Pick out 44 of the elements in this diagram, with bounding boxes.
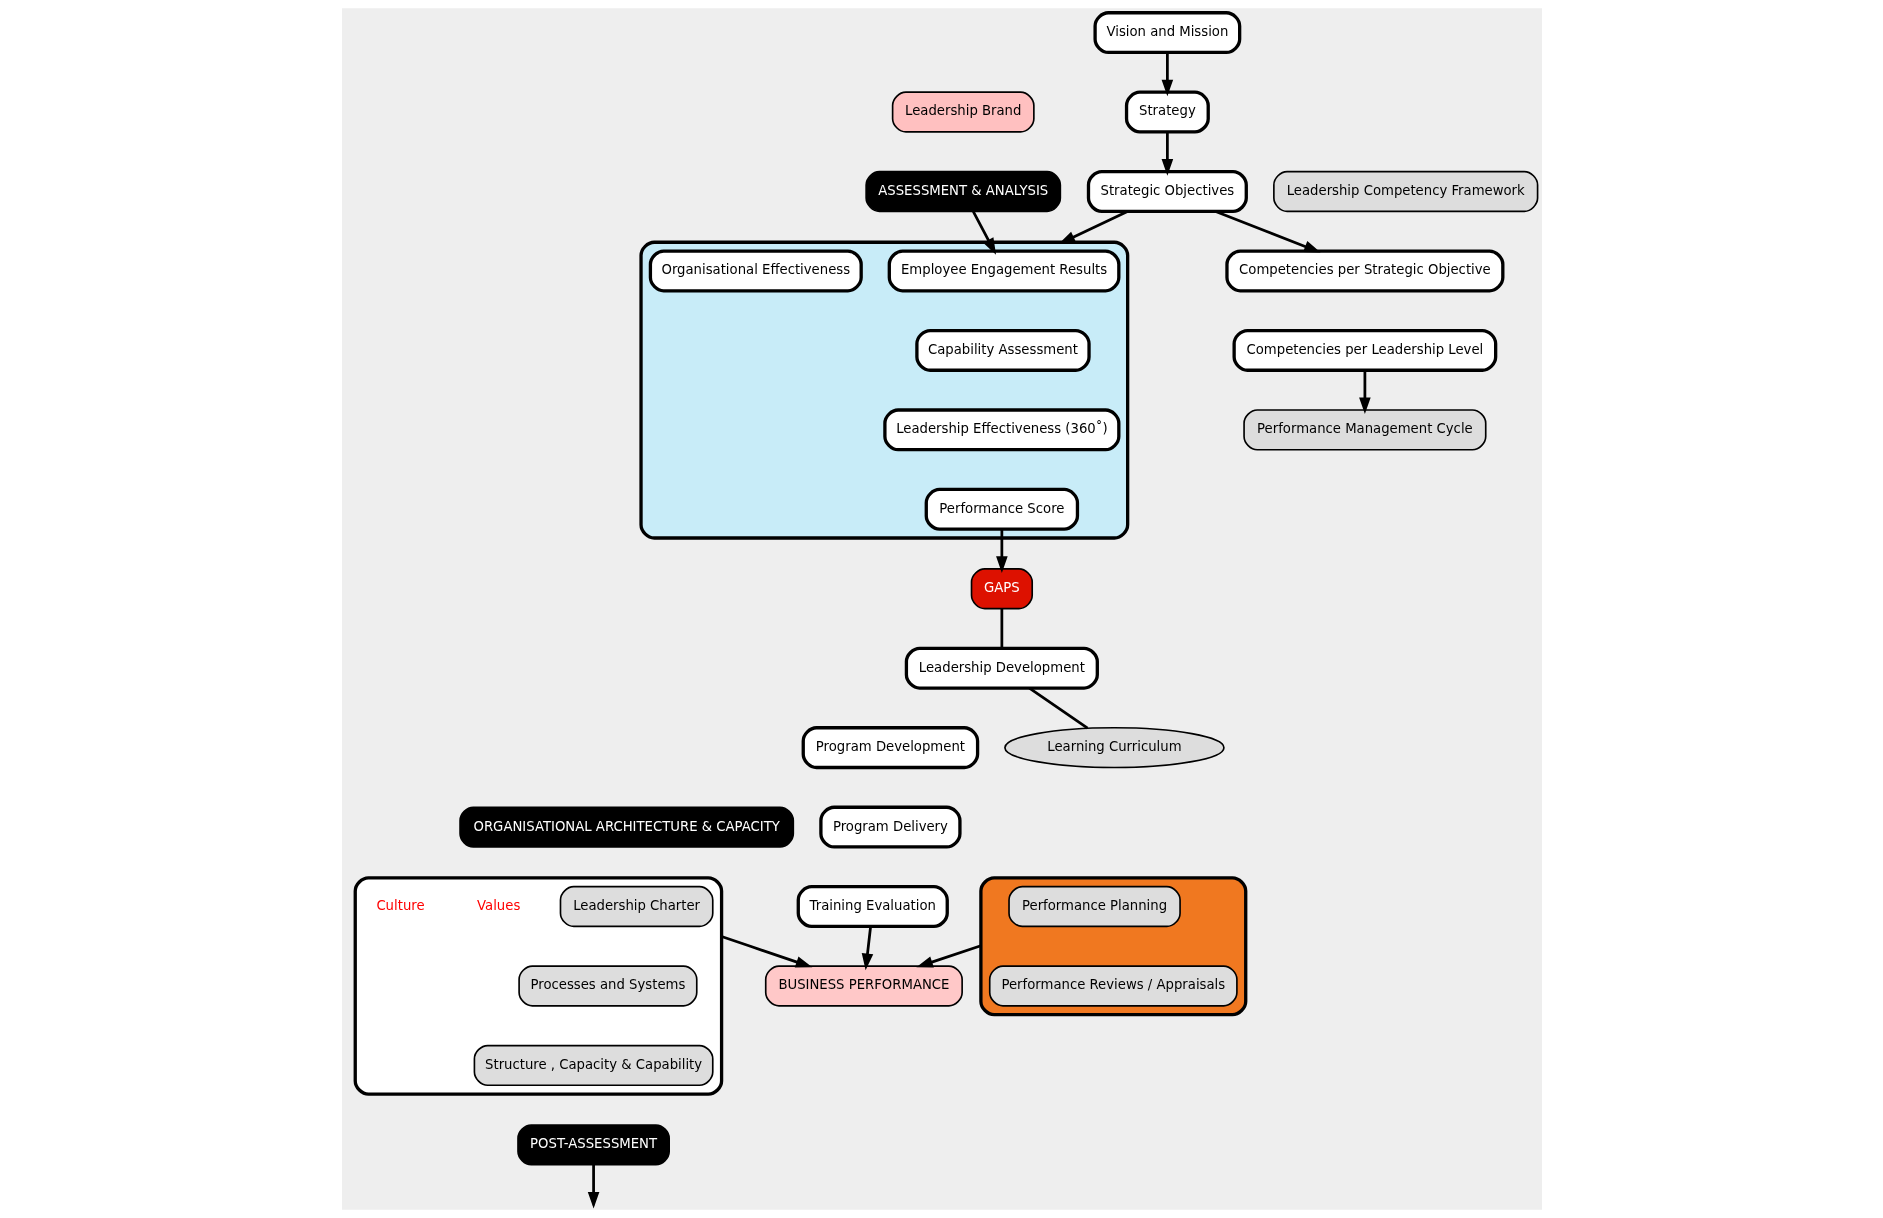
- cluster: [638, 240, 1129, 540]
- arrow: [1161, 52, 1173, 97]
- node-box: BUSINESS PERFORMANCE: [764, 965, 963, 1007]
- node-box: Strategic Objectives: [1086, 170, 1248, 213]
- node-box: Program Development: [801, 726, 979, 770]
- node-box: Structure , Capacity & Capability: [473, 1044, 714, 1087]
- arrow: [720, 935, 812, 968]
- node-box: Employee Engagement Results: [887, 249, 1120, 293]
- arrow: [1358, 370, 1371, 415]
- node-box: Capability Assessment: [914, 328, 1091, 372]
- node-box: ASSESSMENT & ANALYSIS: [864, 170, 1061, 213]
- label: Values: [476, 897, 520, 913]
- node-box: Competencies per Strategic Objective: [1224, 249, 1504, 293]
- arrow: [915, 944, 981, 968]
- node-box: Leadership Brand: [891, 91, 1035, 133]
- arrow: [861, 926, 873, 971]
- node-box: Performance Score: [924, 487, 1079, 531]
- cluster: [353, 876, 723, 1096]
- connector: [1000, 608, 1003, 649]
- node-box: ORGANISATIONAL ARCHITECTURE & CAPACITY: [458, 806, 794, 848]
- node-box: Performance Reviews / Appraisals: [988, 965, 1238, 1007]
- connector: [1028, 687, 1088, 730]
- node-box: Leadership Charter: [559, 885, 714, 928]
- label: Culture: [375, 897, 425, 913]
- node-box: Leadership Effectiveness (360˚): [882, 408, 1120, 452]
- node-box: Performance Planning: [1007, 885, 1181, 928]
- node-box: Organisational Effectiveness: [648, 249, 863, 293]
- node-box: Leadership Development: [904, 646, 1099, 690]
- node-box: Performance Management Cycle: [1242, 409, 1487, 451]
- node-box: Training Evaluation: [796, 885, 949, 929]
- node-box: Processes and Systems: [517, 965, 698, 1007]
- node-box: Competencies per Leadership Level: [1232, 328, 1497, 372]
- arrow: [1214, 210, 1321, 253]
- arrow: [1161, 132, 1173, 176]
- node-box: POST-ASSESSMENT: [516, 1124, 670, 1166]
- arrow: [995, 529, 1008, 573]
- node-ellipse: Learning Curriculum: [1003, 726, 1225, 769]
- node-box: Vision and Mission: [1092, 11, 1241, 55]
- node-box: GAPS: [970, 568, 1033, 610]
- arrow: [971, 211, 996, 255]
- node-box: Program Delivery: [818, 805, 962, 849]
- node-box: Leadership Competency Framework: [1272, 170, 1538, 213]
- node-box: Strategy: [1124, 90, 1210, 134]
- cluster: [978, 876, 1247, 1017]
